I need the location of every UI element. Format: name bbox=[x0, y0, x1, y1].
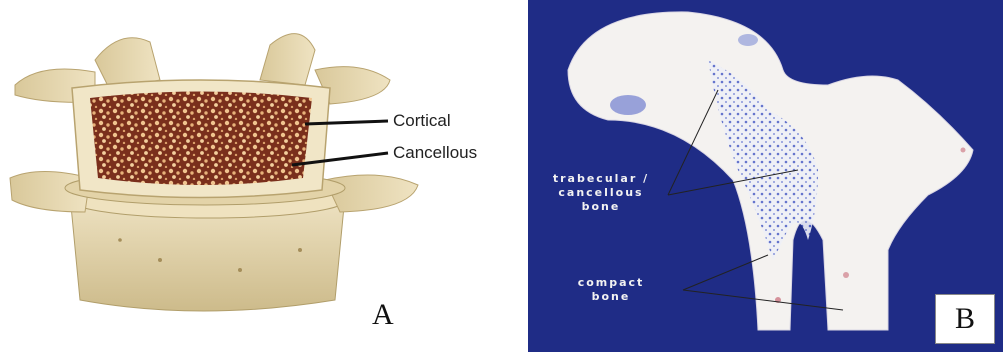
compact-label-line2: bone bbox=[566, 290, 656, 304]
cortical-label: Cortical bbox=[393, 111, 451, 131]
panel-a-vertebra-illustration: Cortical Cancellous A bbox=[0, 0, 520, 352]
panel-b-letter: B bbox=[955, 302, 975, 336]
upper-right-process bbox=[260, 34, 315, 85]
compact-label: compact bone bbox=[566, 276, 656, 304]
cancellous-interior bbox=[90, 92, 312, 186]
trabecular-label-line3: bone bbox=[546, 200, 656, 214]
trabecular-label-line2: cancellous bbox=[546, 186, 656, 200]
trabecular-label-line1: trabecular / bbox=[546, 172, 656, 186]
compact-label-line1: compact bbox=[566, 276, 656, 290]
panel-a-letter: A bbox=[372, 298, 394, 332]
vertebra-illustration bbox=[0, 0, 520, 352]
panel-b-femur-section: trabecular / cancellous bone compact bon… bbox=[528, 0, 1003, 352]
panel-b-letter-box: B bbox=[935, 294, 995, 344]
cancellous-label: Cancellous bbox=[393, 143, 477, 163]
trabecular-label: trabecular / cancellous bone bbox=[546, 172, 656, 214]
